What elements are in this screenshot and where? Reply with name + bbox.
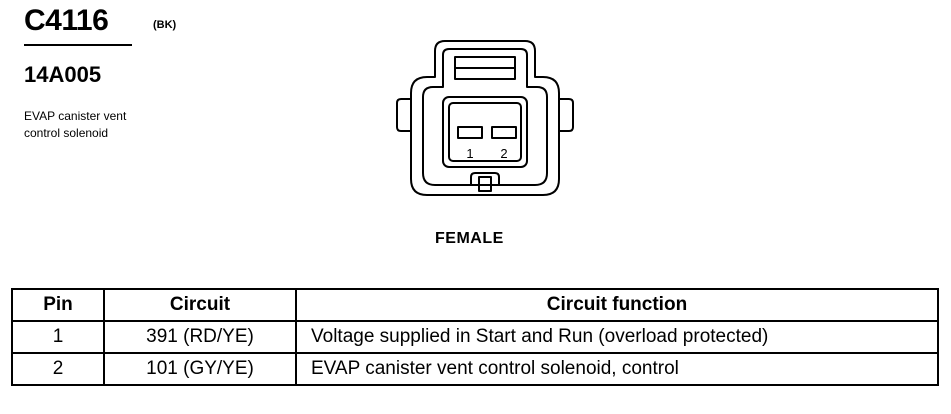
pin-1-label: 1: [466, 146, 473, 161]
table-header-row: Pin Circuit Circuit function: [11, 288, 939, 322]
header-pin: Pin: [11, 288, 105, 322]
connector-housing: [396, 40, 574, 196]
row-2-circuit: 101 (GY/YE): [103, 352, 297, 386]
pin-2-label: 2: [500, 146, 507, 161]
connector-face-diagram: 1 2: [396, 40, 574, 196]
description-line-1: EVAP canister vent: [24, 109, 127, 123]
header-function: Circuit function: [295, 288, 939, 322]
table-row: 2 101 (GY/YE) EVAP canister vent control…: [11, 352, 939, 386]
header-circuit: Circuit: [103, 288, 297, 322]
pin-table: Pin Circuit Circuit function 1 391 (RD/Y…: [11, 288, 939, 386]
component-description: EVAP canister vent control solenoid: [24, 108, 214, 142]
part-number: 14A005: [24, 62, 102, 87]
title-rule: [24, 44, 132, 46]
color-code: (BK): [153, 19, 177, 31]
connector-id: C4116: [24, 4, 109, 37]
description-line-2: control solenoid: [24, 126, 109, 140]
terminal-cavity: [442, 96, 528, 168]
row-2-pin: 2: [11, 352, 105, 386]
row-1-function: Voltage supplied in Start and Run (overl…: [295, 320, 939, 354]
pin-1-terminal: [457, 126, 483, 139]
table-row: 1 391 (RD/YE) Voltage supplied in Start …: [11, 320, 939, 354]
row-2-function: EVAP canister vent control solenoid, con…: [295, 352, 939, 386]
row-1-pin: 1: [11, 320, 105, 354]
gender-label: FEMALE: [435, 230, 504, 247]
pin-2-terminal: [491, 126, 517, 139]
row-1-circuit: 391 (RD/YE): [103, 320, 297, 354]
